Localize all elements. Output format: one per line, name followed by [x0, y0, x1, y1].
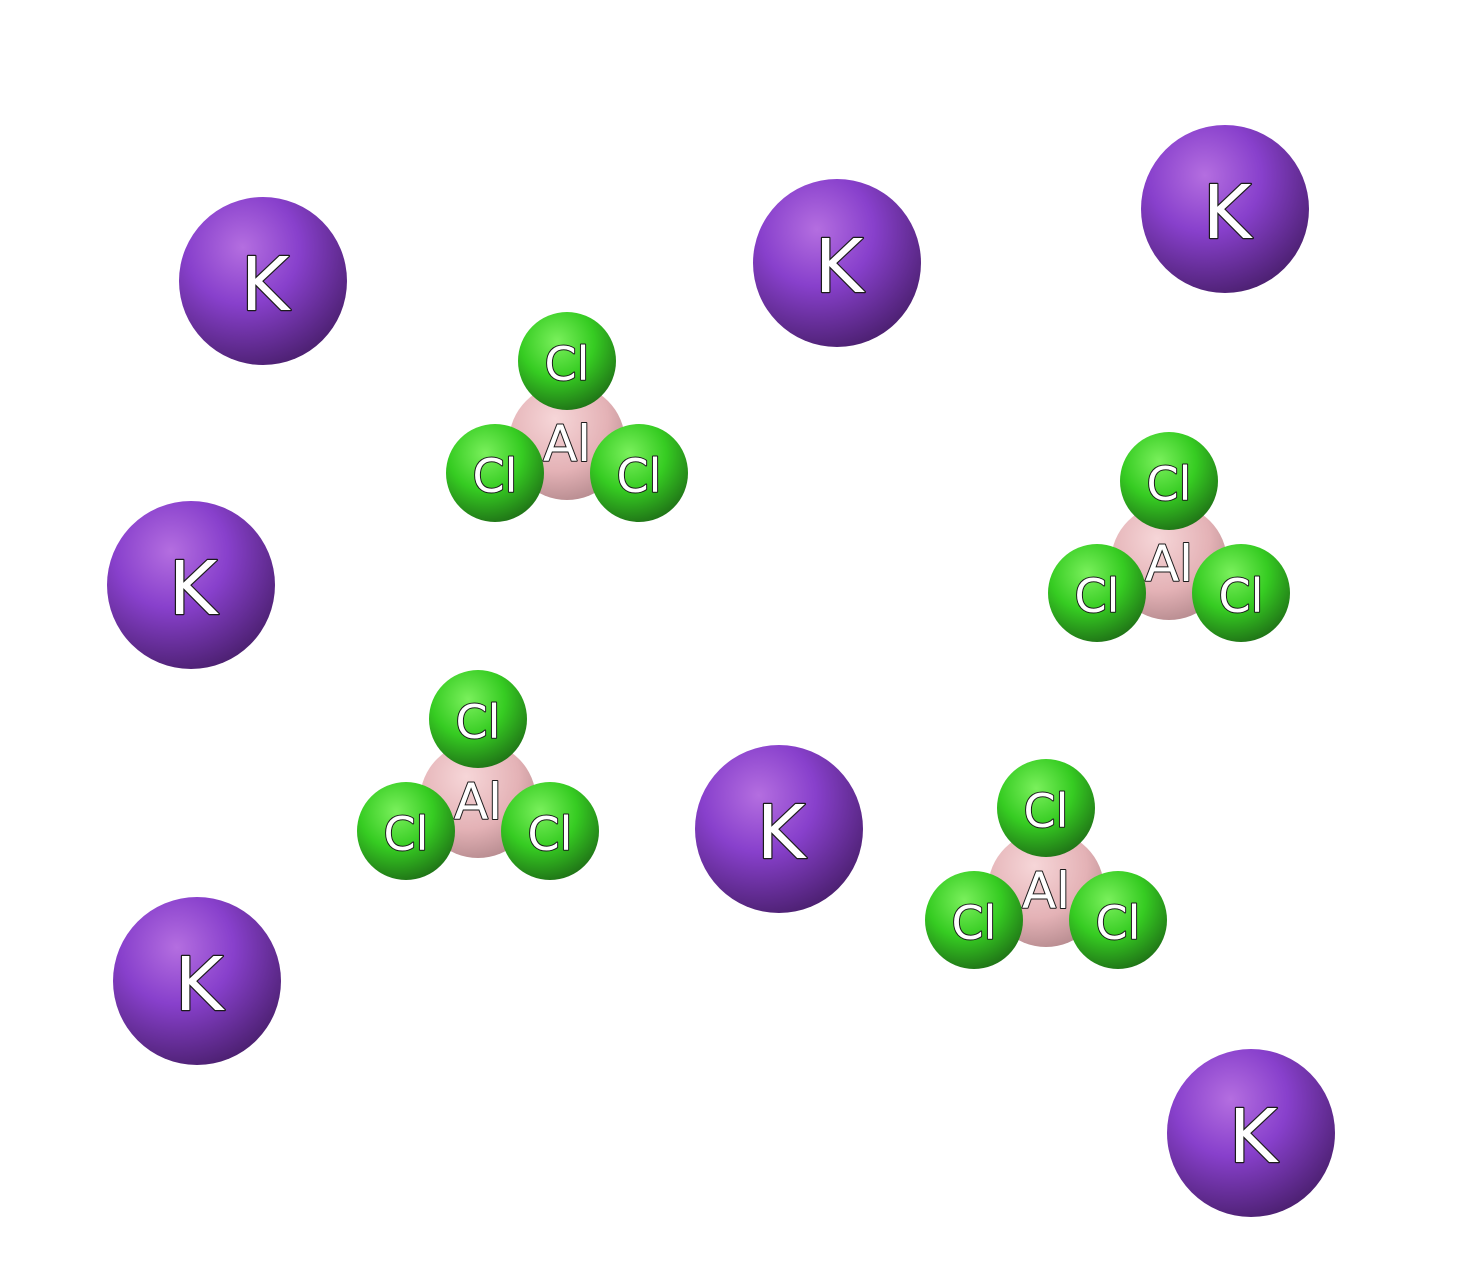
potassium-sphere: [1141, 125, 1309, 293]
aluminum-label: Al: [1145, 535, 1193, 593]
potassium-ion: K: [179, 197, 347, 365]
potassium-sphere: [179, 197, 347, 365]
potassium-label: K: [757, 790, 808, 876]
potassium-label: K: [241, 242, 292, 328]
chlorine-sphere: [1048, 544, 1146, 642]
chlorine-sphere: [518, 312, 616, 410]
chlorine-label: Cl: [456, 695, 501, 749]
aluminum-label: Al: [1022, 862, 1070, 920]
potassium-ion: K: [1141, 125, 1309, 293]
chlorine-sphere: [429, 670, 527, 768]
potassium-ion: K: [753, 179, 921, 347]
chlorine-label: Cl: [528, 807, 573, 861]
potassium-label: K: [1229, 1094, 1280, 1180]
potassium-sphere: [107, 501, 275, 669]
chlorine-sphere: [925, 871, 1023, 969]
potassium-label: K: [1203, 170, 1254, 256]
chlorine-sphere: [446, 424, 544, 522]
chlorine-label: Cl: [1024, 784, 1069, 838]
chlorine-label: Cl: [952, 896, 997, 950]
potassium-ion: K: [107, 501, 275, 669]
chlorine-sphere: [357, 782, 455, 880]
chlorine-label: Cl: [1219, 569, 1264, 623]
potassium-ion: K: [1167, 1049, 1335, 1217]
aluminum-label: Al: [454, 773, 502, 831]
chlorine-sphere: [1069, 871, 1167, 969]
potassium-sphere: [695, 745, 863, 913]
potassium-label: K: [169, 546, 220, 632]
potassium-label: K: [175, 942, 226, 1028]
chlorine-sphere: [1120, 432, 1218, 530]
chlorine-label: Cl: [1147, 457, 1192, 511]
chlorine-sphere: [997, 759, 1095, 857]
potassium-sphere: [753, 179, 921, 347]
potassium-ion: K: [695, 745, 863, 913]
chlorine-label: Cl: [545, 337, 590, 391]
potassium-ions-layer: K K K K K K K: [107, 125, 1335, 1217]
potassium-ion: K: [113, 897, 281, 1065]
chlorine-label: Cl: [617, 449, 662, 503]
potassium-sphere: [1167, 1049, 1335, 1217]
chlorine-label: Cl: [1096, 896, 1141, 950]
potassium-sphere: [113, 897, 281, 1065]
chlorine-sphere: [1192, 544, 1290, 642]
aluminum-label: Al: [543, 415, 591, 473]
chlorine-label: Cl: [384, 807, 429, 861]
chlorine-label: Cl: [473, 449, 518, 503]
potassium-label: K: [815, 224, 866, 310]
chlorine-label: Cl: [1075, 569, 1120, 623]
chlorine-sphere: [590, 424, 688, 522]
chlorine-sphere: [501, 782, 599, 880]
